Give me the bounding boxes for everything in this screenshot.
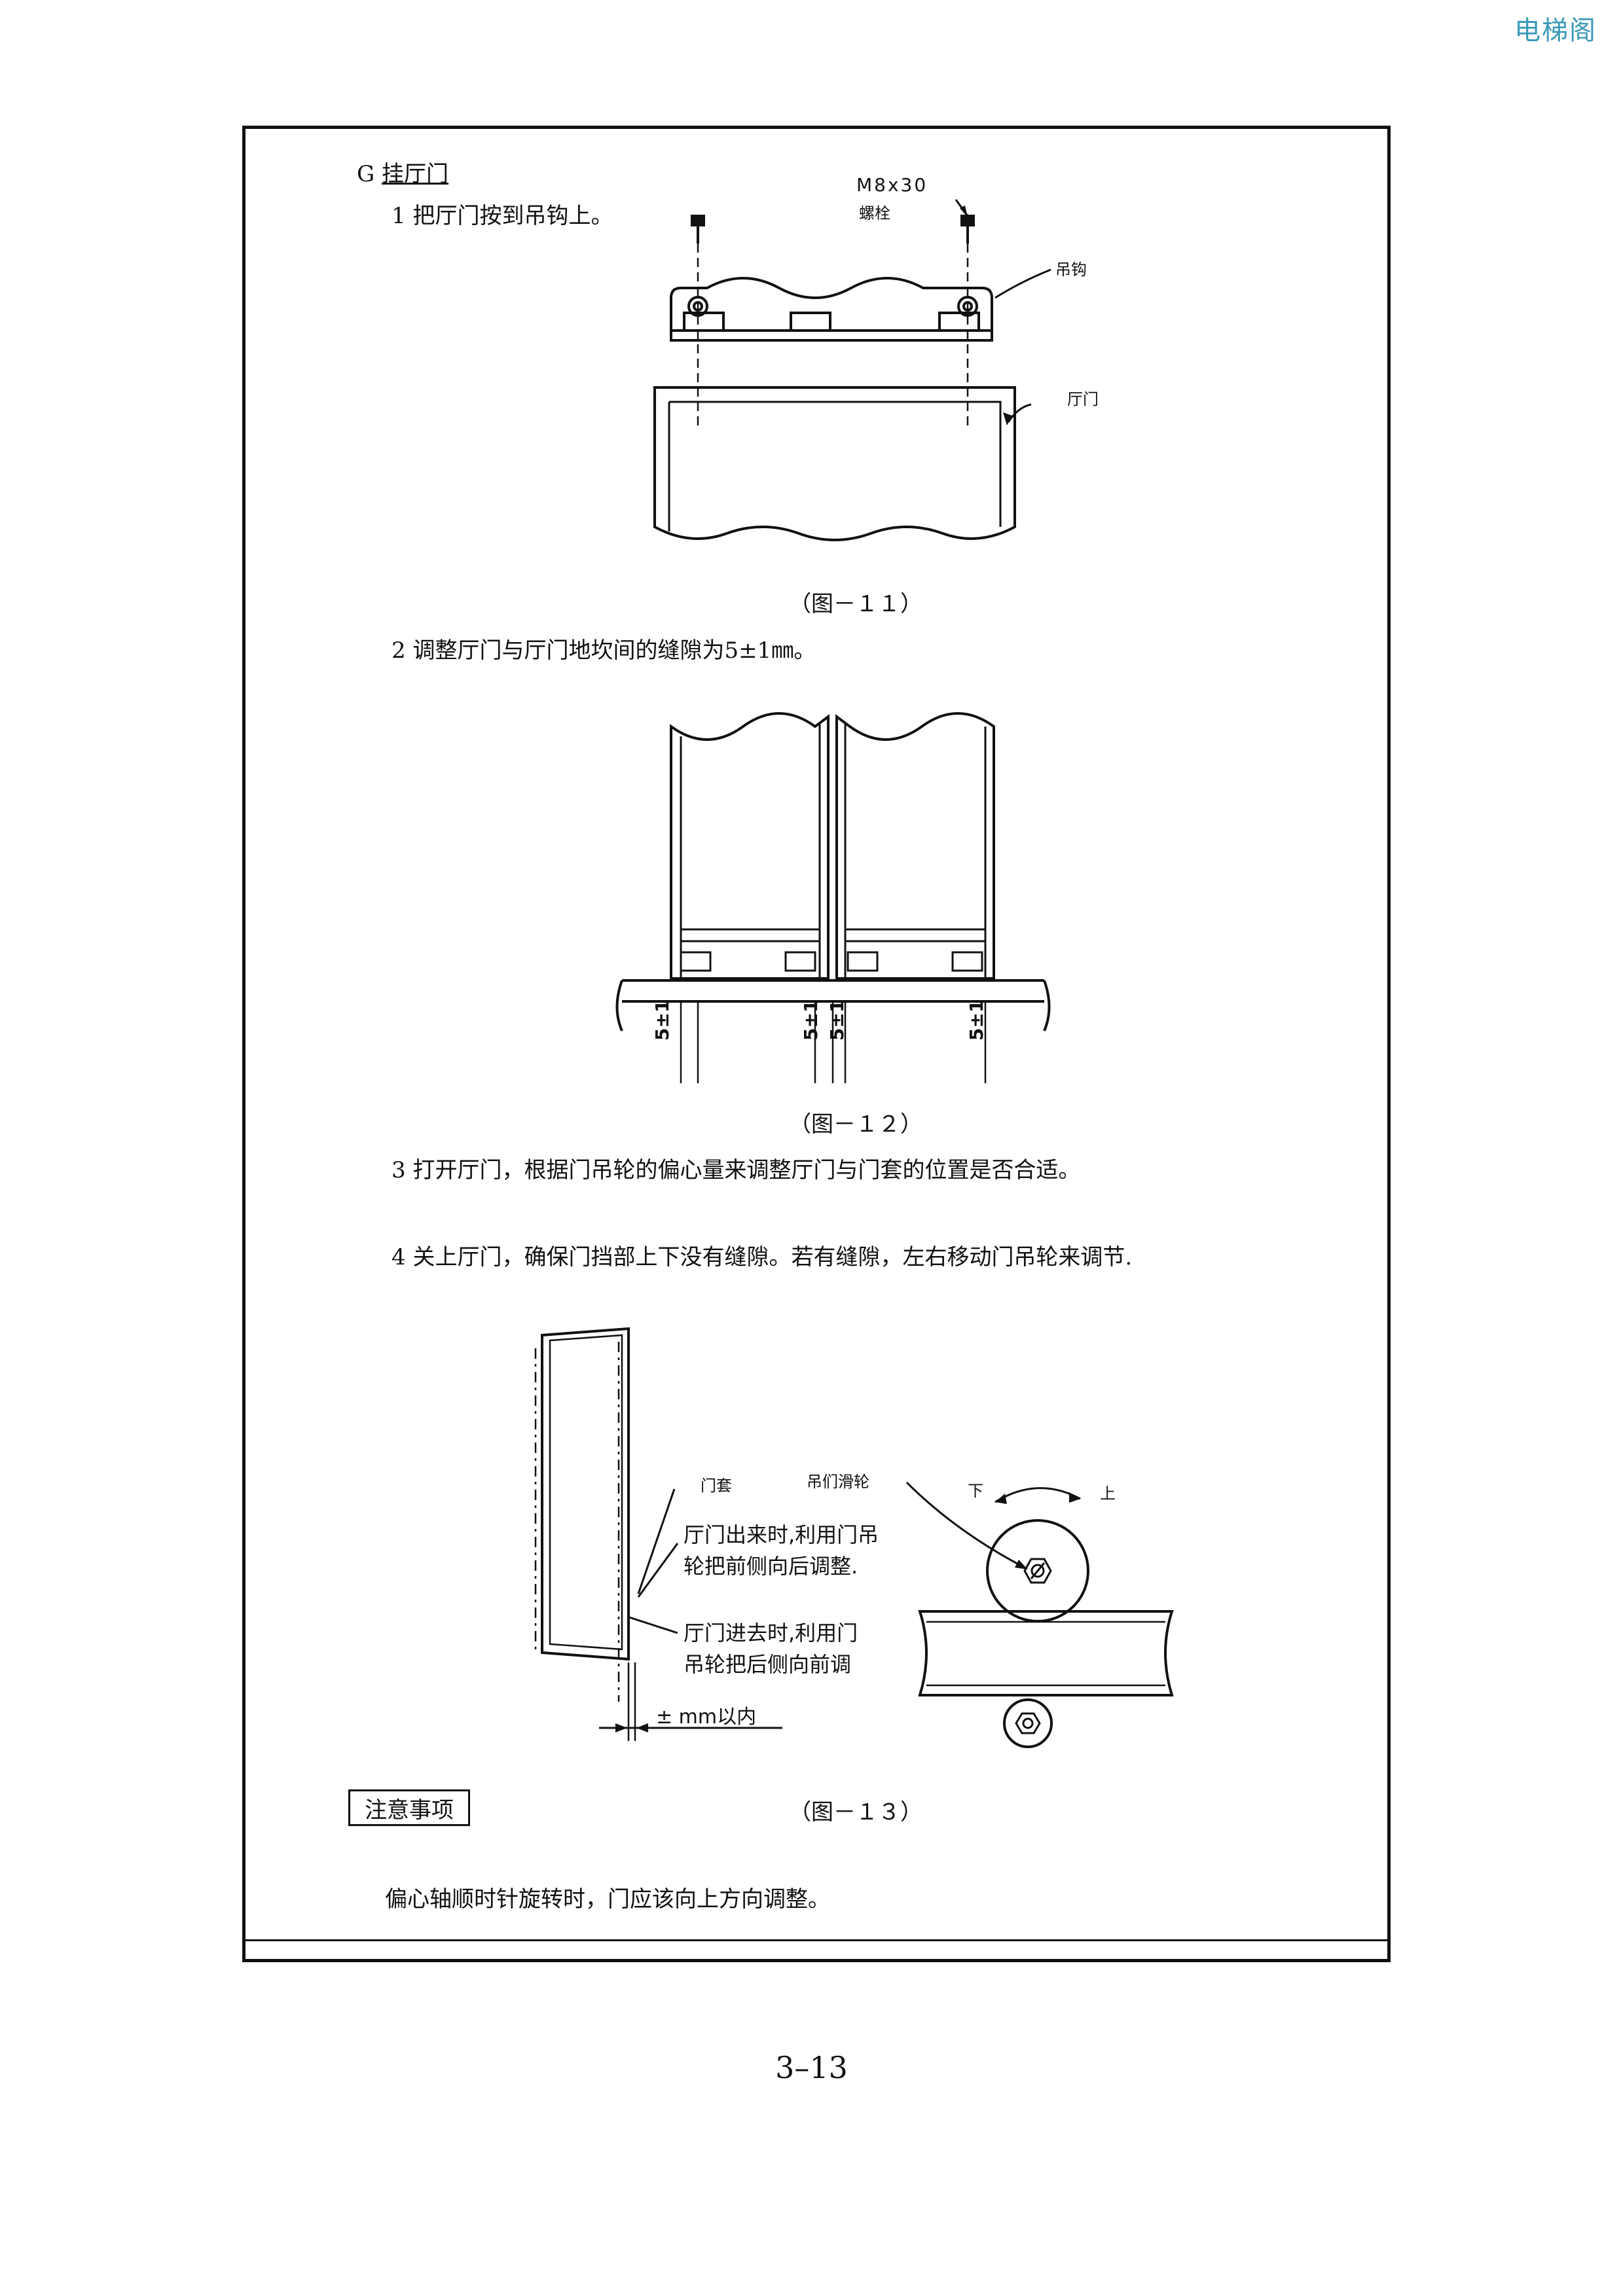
gap-label-4: 5±1 xyxy=(966,999,987,1041)
frame-bottom-rule xyxy=(242,1939,1391,1941)
figure-11-caption: （图－１１） xyxy=(789,591,922,617)
tolerance-label: ± mm以内 xyxy=(656,1706,757,1729)
section-title-text: 挂厅门 xyxy=(381,161,448,187)
bolt-label: 螺栓 xyxy=(859,204,890,223)
figure-13-drawing xyxy=(534,1327,1174,1748)
door-out-note-line2: 轮把前侧向后调整. xyxy=(684,1554,858,1579)
door-left xyxy=(670,712,830,980)
door-in-note-line1: 厅门进去时,利用门 xyxy=(684,1621,858,1645)
hook-plate xyxy=(670,277,993,342)
page-number: 3–13 xyxy=(775,2050,848,2085)
figure-12-drawing xyxy=(615,712,1051,1083)
figure-11-drawing xyxy=(653,199,1051,541)
gap-label-2: 5±1 xyxy=(800,999,822,1041)
note-heading: 注意事项 xyxy=(348,1789,470,1826)
door-right xyxy=(835,712,995,980)
step-2: 2 调整厅门与厅门地坎间的缝隙为5±1㎜。 xyxy=(392,637,816,664)
door-jamb-profile xyxy=(541,1327,630,1661)
step-1: 1 把厅门按到吊钩上。 xyxy=(392,203,613,229)
landing-door-panel xyxy=(653,386,1016,541)
content-frame xyxy=(242,126,1391,1962)
figure-13-caption: （图－１３） xyxy=(789,1799,922,1825)
down-label: 下 xyxy=(968,1482,983,1500)
pulley-label: 吊们滑轮 xyxy=(807,1473,869,1491)
step-3: 3 打开厅门，根据门吊轮的偏心量来调整厅门与门套的位置是否合适。 xyxy=(392,1157,1081,1183)
watermark: 电梯阁 xyxy=(1514,16,1597,46)
bolt-spec-label: M8x30 xyxy=(856,174,928,196)
note-text: 偏心轴顺时针旋转时，门应该向上方向调整。 xyxy=(385,1886,830,1912)
door-frame-label: 门套 xyxy=(701,1477,732,1495)
door-out-note-line1: 厅门出来时,利用门吊 xyxy=(684,1522,879,1547)
hook-label: 吊钩 xyxy=(1055,260,1087,279)
section-letter: G xyxy=(357,161,375,187)
door-in-note-line2: 吊轮把后侧向前调 xyxy=(684,1652,852,1677)
figure-12-caption: （图－１２） xyxy=(789,1111,922,1138)
bolt-left xyxy=(691,215,705,243)
up-label: 上 xyxy=(1100,1484,1116,1503)
step-4: 4 关上厅门，确保门挡部上下没有缝隙。若有缝隙，左右移动门吊轮来调节. xyxy=(392,1244,1133,1270)
door-rail xyxy=(918,1610,1174,1696)
bolt-right xyxy=(960,215,975,243)
gap-label-1: 5±1 xyxy=(651,999,673,1041)
section-title: G 挂厅门 xyxy=(357,156,448,188)
gap-label-3: 5±1 xyxy=(826,999,848,1041)
door-label: 厅门 xyxy=(1067,390,1099,408)
eccentric-roller xyxy=(1003,1698,1053,1748)
